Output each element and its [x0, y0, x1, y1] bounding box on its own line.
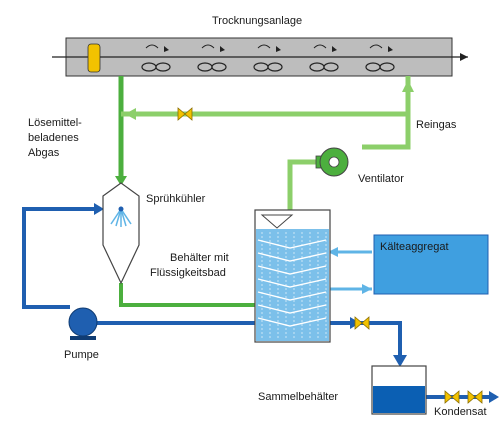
roller-icon	[87, 43, 101, 73]
dryer-fan-icon	[197, 44, 227, 72]
recirculation-pipe	[121, 76, 411, 117]
liquid-return-pipe	[22, 207, 98, 309]
exhaust-label-line3: Abgas	[28, 147, 60, 159]
chiller-label: Kälteaggregat	[380, 241, 449, 253]
tank-to-collector-pipe	[328, 321, 402, 357]
dryer-fan-icon	[365, 44, 395, 72]
butterfly-valve-icon	[444, 390, 460, 404]
butterfly-valve-icon	[467, 390, 483, 404]
dryer-fan-icon	[141, 44, 171, 72]
fan-label: Ventilator	[358, 173, 404, 185]
tank-to-fan-pipe	[287, 159, 322, 210]
tank-label-line1: Behälter mit	[170, 252, 229, 264]
dryer-fans	[141, 44, 395, 72]
fan-icon	[315, 147, 349, 177]
butterfly-valve-icon	[354, 316, 370, 330]
valves	[177, 107, 483, 404]
condensate-label: Kondensat	[434, 406, 487, 418]
collector-tank	[371, 365, 427, 415]
dryer-fan-icon	[253, 44, 283, 72]
cooler-to-tank-pipe	[119, 283, 266, 307]
exhaust-label-line2: beladenes	[28, 132, 79, 144]
cooling-coil-icon	[257, 232, 327, 338]
dryer-fan-icon	[309, 44, 339, 72]
spray-cooler	[102, 182, 140, 285]
clean-gas-label: Reingas	[416, 119, 457, 131]
dryer-unit	[52, 37, 468, 77]
spray-cooler-label: Sprühkühler	[146, 193, 206, 205]
liquid-bath-tank	[254, 209, 331, 343]
clean-gas-pipe	[362, 114, 411, 150]
butterfly-valve-icon	[177, 107, 193, 121]
spray-nozzle-icon	[110, 206, 132, 227]
tank-label-line2: Flüssigkeitsbad	[150, 267, 226, 279]
pump-icon	[68, 307, 98, 340]
exhaust-label-line1: Lösemittel-	[28, 117, 82, 129]
collector-label: Sammelbehälter	[258, 391, 338, 403]
pump-label: Pumpe	[64, 349, 99, 361]
chiller-unit	[373, 234, 489, 295]
dryer-label: Trocknungsanlage	[212, 15, 302, 27]
